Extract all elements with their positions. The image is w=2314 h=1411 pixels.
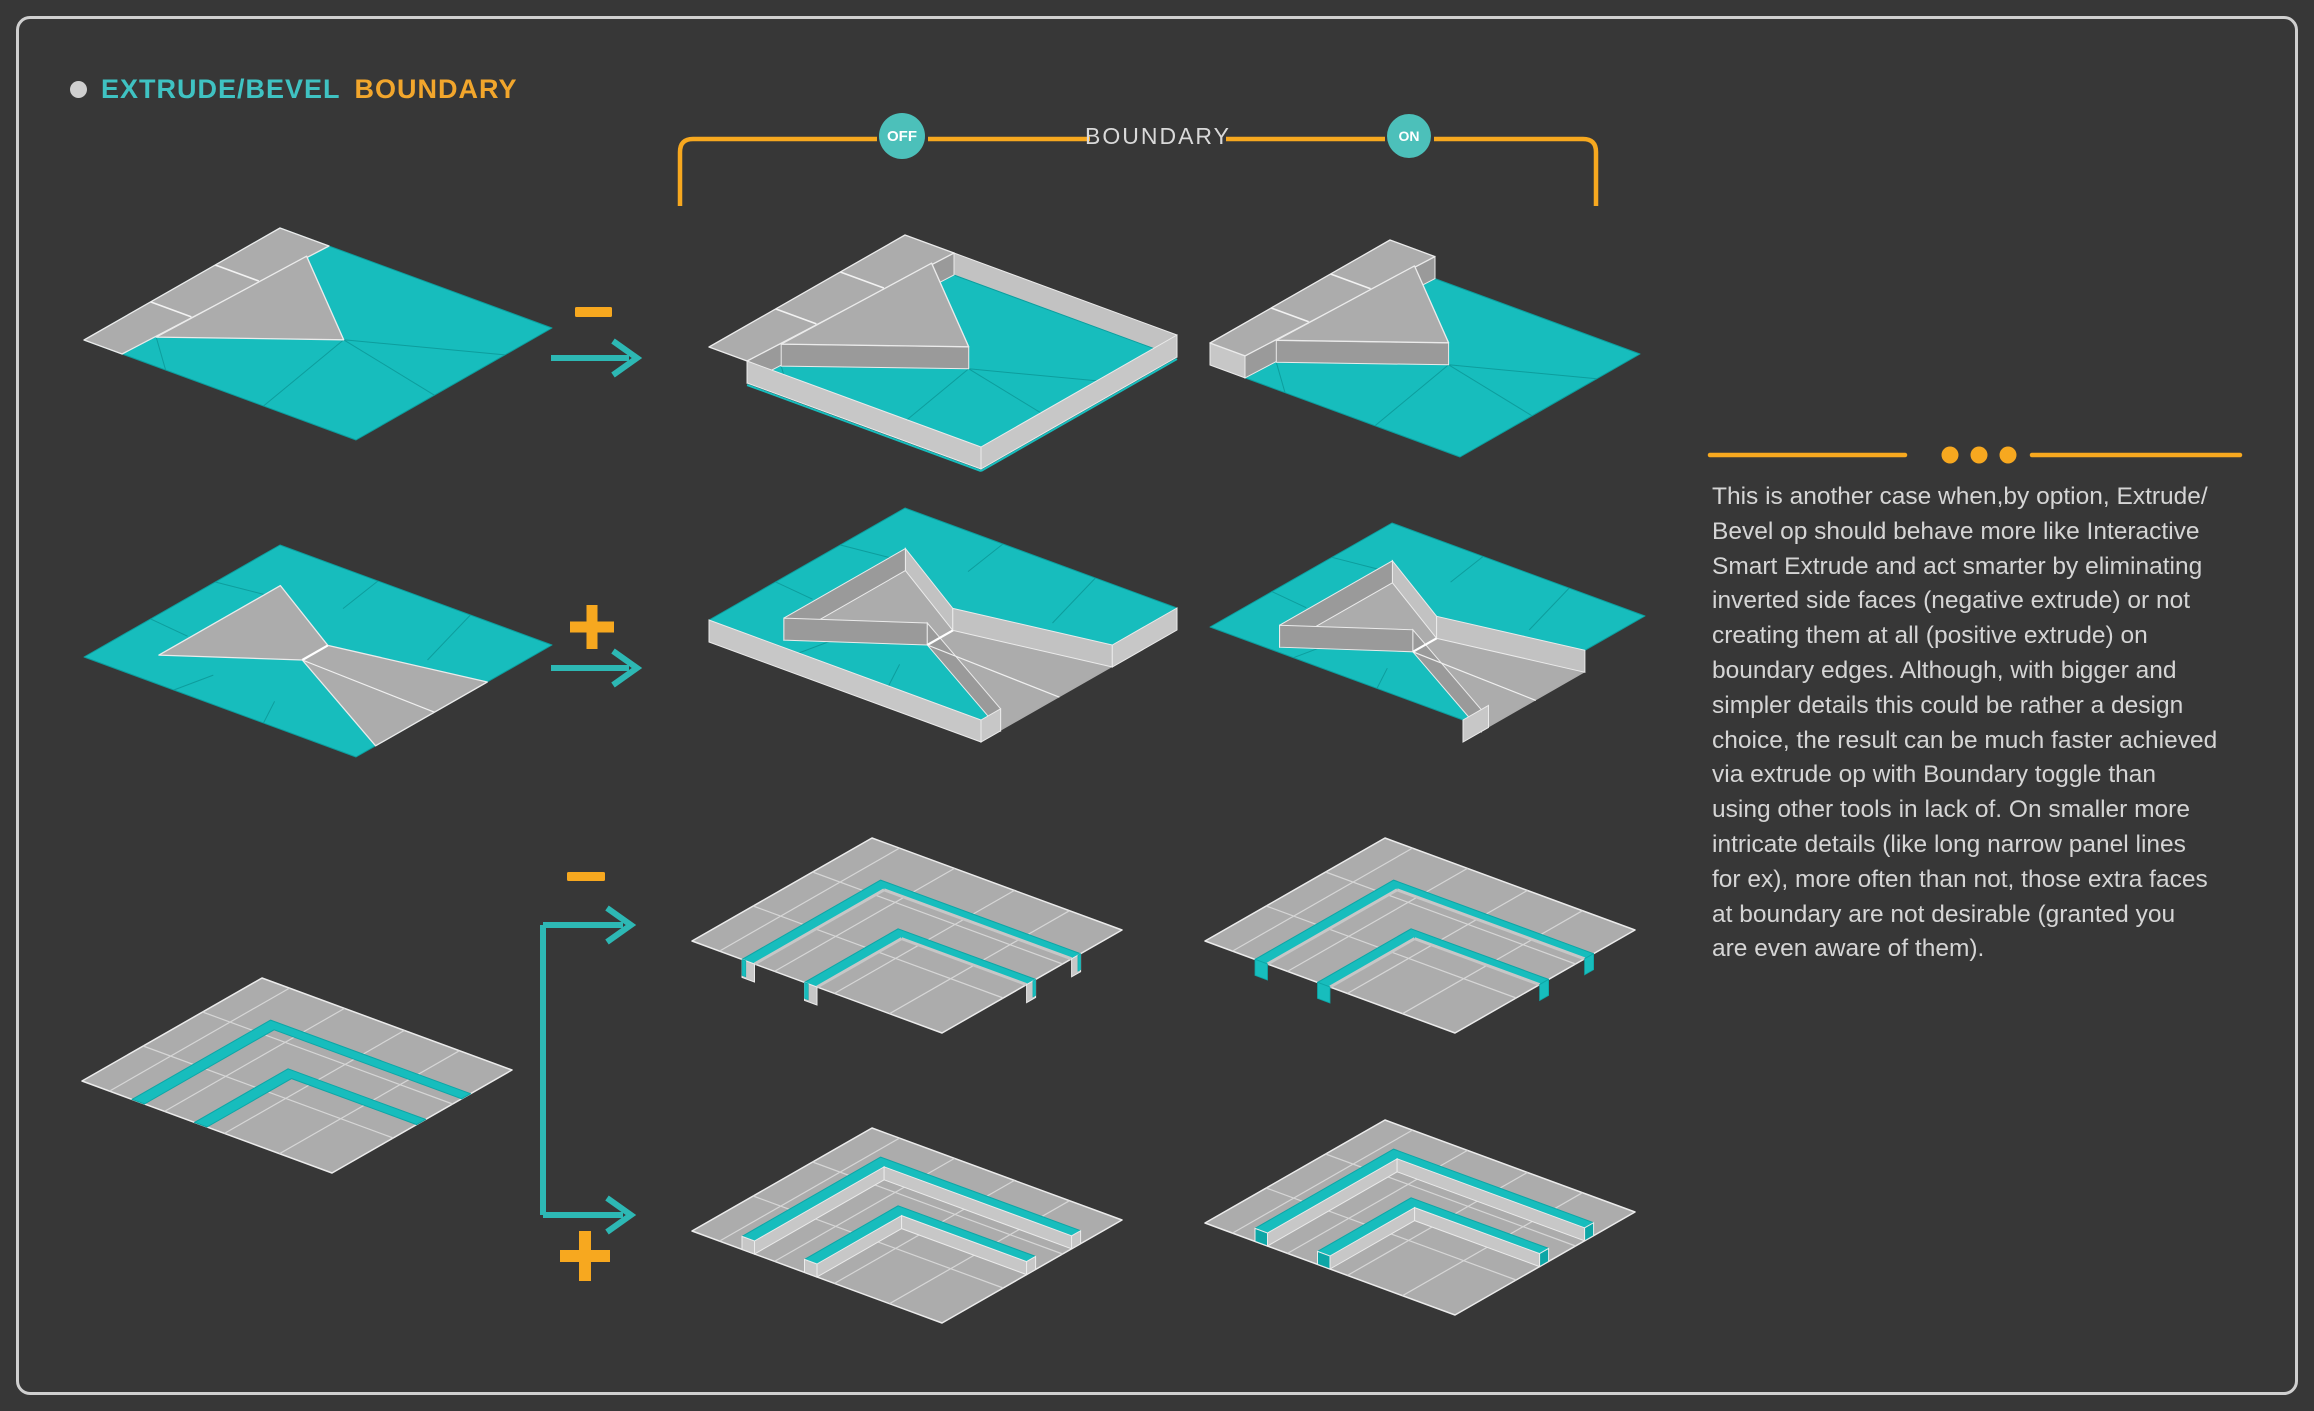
plus-icon — [560, 1231, 610, 1281]
page-title: EXTRUDE/BEVEL BOUNDARY — [70, 70, 518, 108]
minus-icon — [575, 307, 612, 317]
bullet-icon — [70, 80, 87, 98]
plus-icon — [570, 605, 614, 649]
description-text: This is another case when,by option, Ext… — [1712, 480, 2292, 967]
description-line: at boundary are not desirable (granted y… — [1712, 900, 2176, 928]
mesh-row1-boundary-on — [1209, 239, 1641, 458]
description-line: This is another case when,by option, Ext… — [1712, 483, 2208, 510]
mesh-row2-source — [83, 544, 553, 758]
arrow-right-icon — [551, 338, 643, 378]
boundary-bracket — [677, 136, 1599, 206]
mesh-row3-off-negative — [691, 837, 1123, 1034]
boundary-on-badge: ON — [1387, 114, 1431, 158]
description-line: boundary edges. Although, with bigger an… — [1712, 656, 2177, 684]
mesh-row1-boundary-off — [708, 234, 1178, 472]
description-line: inverted side faces (negative extrude) o… — [1712, 587, 2191, 615]
mesh-row2-boundary-off — [708, 507, 1178, 743]
title-extrude-bevel: EXTRUDE/BEVEL — [101, 73, 341, 104]
mesh-row3-on-negative — [1204, 837, 1636, 1034]
boundary-off-badge: OFF — [879, 113, 925, 159]
description-line: choice, the result can be much faster ac… — [1712, 726, 2218, 754]
mesh-row3-off-positive — [691, 1127, 1123, 1324]
description-line: simpler details this could be rather a d… — [1712, 691, 2184, 719]
arrow-right-icon — [551, 648, 643, 688]
description-line: are even aware of them). — [1712, 935, 1985, 963]
description-line: creating them at all (positive extrude) … — [1712, 622, 2148, 650]
mesh-row2-boundary-on — [1209, 522, 1646, 743]
description-line: intricate details (like long narrow pane… — [1712, 830, 2186, 858]
description-line: for ex), more often than not, those extr… — [1712, 865, 2208, 893]
mesh-row1-source — [83, 227, 553, 441]
title-boundary: BOUNDARY — [354, 73, 518, 104]
arrow-right-icon — [543, 1195, 637, 1235]
description-line: Bevel op should behave more like Interac… — [1712, 517, 2200, 545]
minus-icon — [567, 872, 605, 881]
description-line: Smart Extrude and act smarter by elimina… — [1712, 552, 2203, 580]
boundary-header-label: BOUNDARY — [1085, 123, 1231, 149]
mesh-row3-on-positive — [1204, 1119, 1636, 1316]
divider-ornament — [1707, 446, 2243, 464]
description-line: via extrude op with Boundary toggle than — [1712, 761, 2157, 789]
arrow-right-icon — [543, 905, 637, 945]
description-line: using other tools in lack of. On smaller… — [1712, 796, 2190, 824]
mesh-row3-source — [81, 977, 513, 1174]
